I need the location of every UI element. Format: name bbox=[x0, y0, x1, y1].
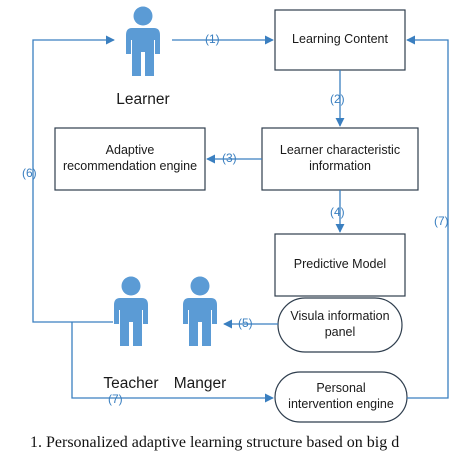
learning-content-label: Learning Content bbox=[292, 32, 388, 46]
figure-caption: 1. Personalized adaptive learning struct… bbox=[30, 434, 400, 451]
step-3-label: (3) bbox=[222, 151, 237, 165]
step-7-right-label: (7) bbox=[434, 214, 449, 228]
step-1-label: (1) bbox=[205, 32, 220, 46]
step-4-label: (4) bbox=[330, 205, 345, 219]
info-panel-box bbox=[277, 297, 403, 353]
arrow-6 bbox=[32, 35, 115, 323]
teacher-person-icon bbox=[114, 276, 148, 346]
step-2-label: (2) bbox=[330, 92, 345, 106]
arrow-7-bottom bbox=[71, 322, 274, 403]
step-7-bottom-label: (7) bbox=[108, 392, 123, 406]
teacher-label: Teacher bbox=[103, 375, 159, 392]
arrow-7-right bbox=[406, 35, 449, 399]
predictive-model-box bbox=[274, 233, 406, 297]
step-5-label: (5) bbox=[238, 316, 253, 330]
intervention-engine-box bbox=[274, 371, 408, 423]
learner-label: Learner bbox=[116, 91, 170, 108]
manager-label: Manger bbox=[173, 375, 227, 392]
learning-content-box bbox=[274, 9, 406, 71]
info-panel-label: Visula information panel bbox=[290, 309, 390, 339]
predictive-model-label: Predictive Model bbox=[293, 257, 387, 271]
learner-person-icon bbox=[126, 6, 160, 76]
step-6-label: (6) bbox=[22, 166, 37, 180]
learner-info-box bbox=[261, 127, 419, 191]
intervention-engine-label: Personal intervention engine bbox=[288, 381, 394, 411]
adaptive-engine-box bbox=[54, 127, 206, 191]
manager-person-icon bbox=[183, 276, 217, 346]
learner-info-label: Learner characteristic information bbox=[279, 143, 401, 173]
adaptive-engine-label: Adaptive recommendation engine bbox=[62, 143, 198, 173]
